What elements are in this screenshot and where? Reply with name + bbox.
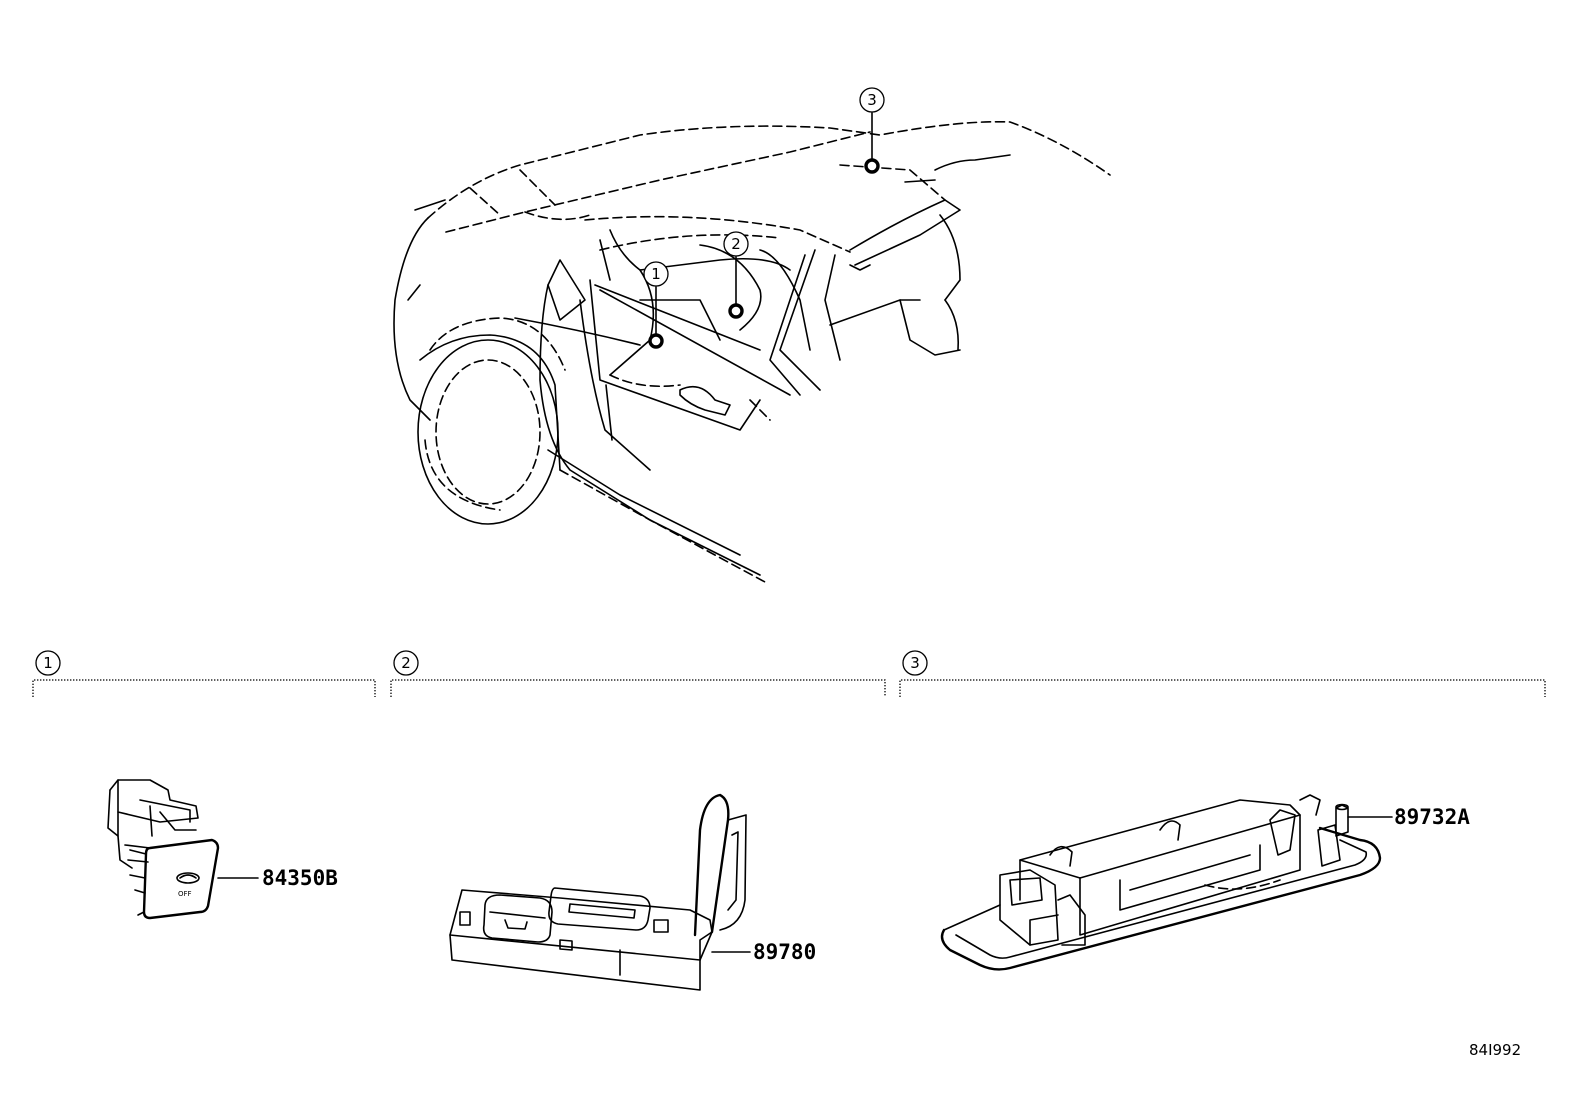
part-number-84350B: 84350B: [262, 866, 338, 890]
svg-text:1: 1: [43, 654, 53, 672]
diagram-reference-code: 84I992: [1469, 1041, 1521, 1059]
svg-text:2: 2: [731, 235, 741, 253]
part-number-89732A: 89732A: [1394, 805, 1470, 829]
section-2-header: 2: [390, 650, 886, 697]
switch-part-drawing: OFF: [107, 779, 259, 920]
part-number-89780: 89780: [753, 940, 816, 964]
svg-text:3: 3: [867, 91, 877, 109]
svg-text:2: 2: [401, 654, 411, 672]
svg-text:3: 3: [910, 654, 920, 672]
svg-text:OFF: OFF: [178, 890, 192, 898]
section-3-header: 3: [899, 650, 1546, 697]
lamp-part-drawing: [940, 794, 1393, 971]
callout-2: 2: [723, 231, 749, 319]
callout-1: 1: [643, 261, 669, 349]
sensor-part-drawing: [449, 793, 751, 991]
vehicle-overview-drawing: [393, 120, 1111, 583]
callout-3: 3: [859, 87, 885, 174]
svg-text:1: 1: [651, 265, 661, 283]
section-1-header: 1: [32, 650, 376, 697]
